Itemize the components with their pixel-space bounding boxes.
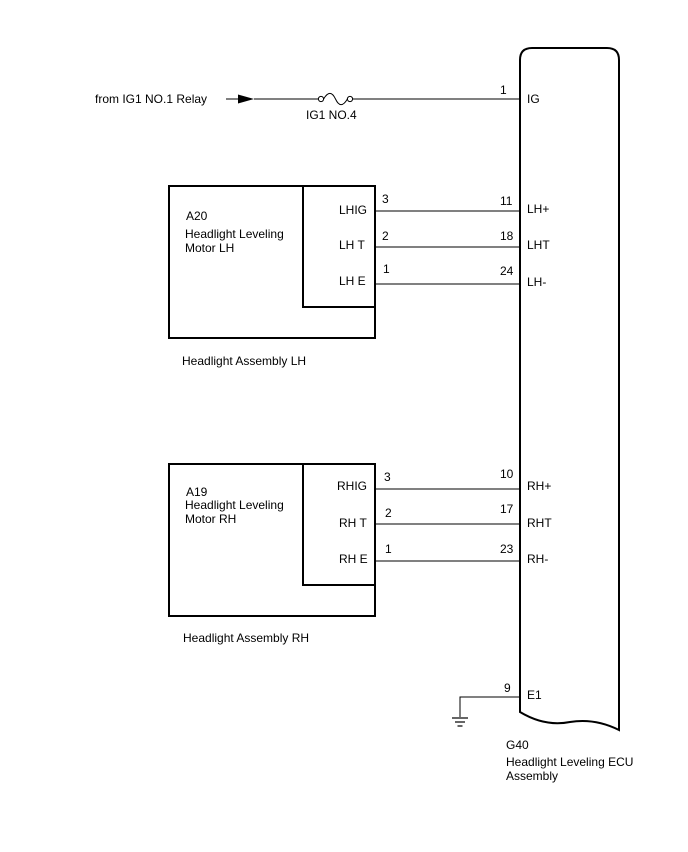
ground-wire [459, 696, 520, 717]
ecu-name-line2: Assembly [506, 769, 558, 783]
lh-motor-terminal-lhe: LH E [339, 274, 366, 288]
ecu-terminal-rh-plus: RH+ [527, 479, 551, 493]
headlight-assembly-rh: A19 Headlight Leveling Motor RH Headligh… [168, 463, 552, 645]
rh-motor-terminal-rht: RH T [339, 516, 367, 530]
lh-motor-pin-2: 2 [382, 229, 389, 243]
rh-motor-pin-3: 3 [384, 470, 391, 484]
lh-motor-name-line2: Motor LH [185, 241, 234, 255]
lh-connector-code: A20 [186, 209, 208, 223]
ecu-pin-18: 18 [500, 229, 514, 243]
lh-motor-name-line1: Headlight Leveling [185, 227, 284, 241]
lh-motor-pin-1: 1 [383, 262, 390, 276]
ecu-body [519, 47, 620, 732]
ecu-terminal-lh-plus: LH+ [527, 202, 549, 216]
headlight-assembly-lh: A20 Headlight Leveling Motor LH Headligh… [168, 185, 550, 368]
ecu-pin-24: 24 [500, 264, 514, 278]
fuse-symbol [317, 92, 354, 106]
lh-motor-terminal-lhig: LHIG [339, 203, 367, 217]
ecu-pin-11: 11 [500, 194, 513, 208]
fuse-label: IG1 NO.4 [306, 108, 357, 122]
rh-motor-name-line2: Motor RH [185, 512, 236, 526]
lh-assembly-label: Headlight Assembly LH [182, 354, 306, 368]
ecu-terminal-lht: LHT [527, 238, 550, 252]
rh-motor-pin-2: 2 [385, 506, 392, 520]
lh-motor-terminal-lht: LH T [339, 238, 365, 252]
rh-motor-pin-1: 1 [385, 542, 392, 556]
ground-circuit: 9 E1 [452, 681, 542, 727]
ecu-pin-23: 23 [500, 542, 514, 556]
rh-motor-terminal-rhe: RH E [339, 552, 368, 566]
supply-circuit: from IG1 NO.1 Relay IG1 NO.4 1 IG [95, 83, 540, 122]
ecu-name-line1: Headlight Leveling ECU [506, 755, 633, 769]
rh-motor-terminal-rhig: RHIG [337, 479, 367, 493]
ecu-terminal-rh-minus: RH- [527, 552, 548, 566]
ecu-pin-17: 17 [500, 502, 514, 516]
ground-icon [452, 717, 468, 727]
lh-motor-pin-3: 3 [382, 192, 389, 206]
rh-connector-code: A19 [186, 485, 208, 499]
ecu-terminal-ig: IG [527, 92, 540, 106]
ground-pin: 9 [504, 681, 511, 695]
ecu-terminal-rht: RHT [527, 516, 552, 530]
ecu-pin-10: 10 [500, 467, 514, 481]
supply-arrow-icon [238, 94, 254, 104]
supply-pin: 1 [500, 83, 507, 97]
rh-assembly-label: Headlight Assembly RH [183, 631, 309, 645]
ecu-terminal-e1: E1 [527, 688, 542, 702]
rh-motor-name-line1: Headlight Leveling [185, 498, 284, 512]
ecu-connector-code: G40 [506, 738, 529, 752]
ecu-terminal-lh-minus: LH- [527, 275, 546, 289]
supply-source-label: from IG1 NO.1 Relay [95, 92, 207, 106]
